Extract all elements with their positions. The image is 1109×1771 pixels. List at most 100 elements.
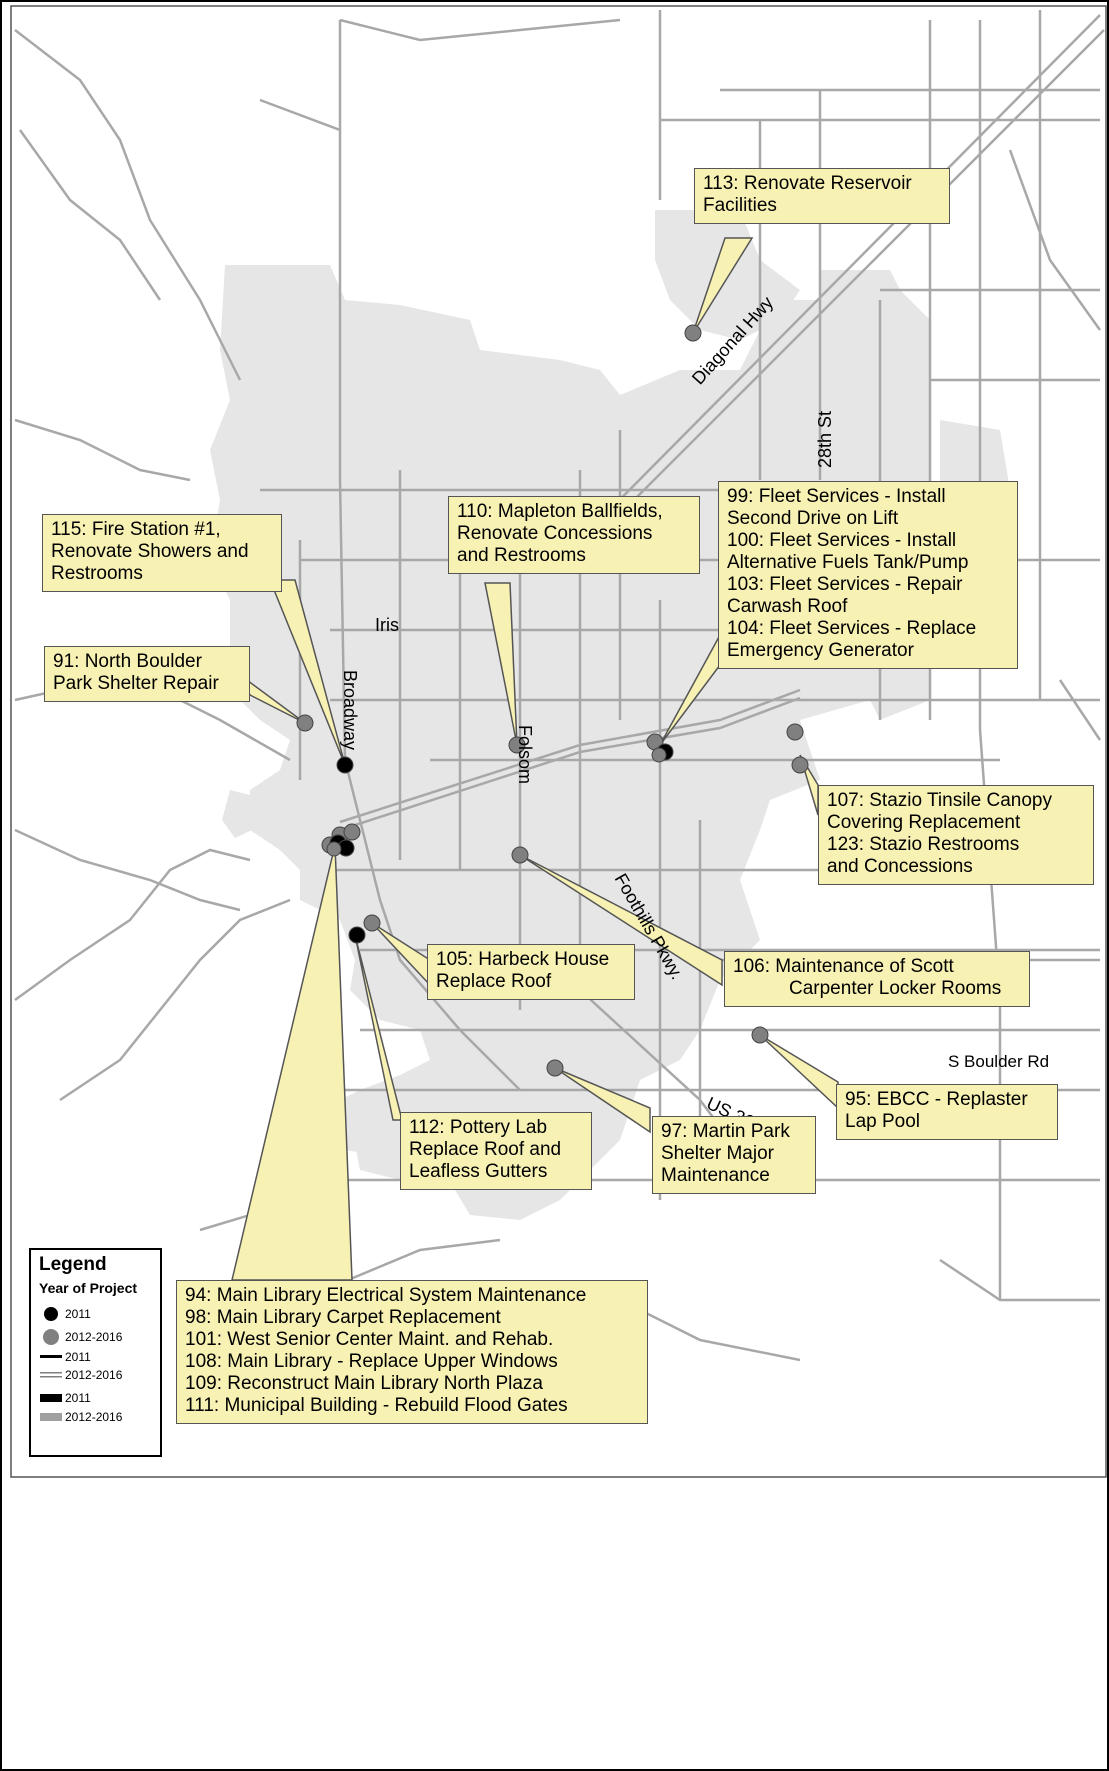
- road-label-folsom: Folsom: [515, 725, 535, 785]
- road-label-s-boulder-rd: S Boulder Rd: [948, 1052, 1050, 1071]
- point-123: [791, 756, 809, 774]
- legend-item-point-2011: 2011: [39, 1302, 152, 1325]
- point-98: [343, 823, 361, 841]
- callout-line: 104: Fleet Services - Replace: [727, 618, 977, 639]
- legend-label: 2011: [65, 1306, 91, 1321]
- callout-99[interactable]: 99: Fleet Services - Install Second Driv…: [718, 481, 1018, 669]
- legend-item-line-2011: 2011: [39, 1348, 152, 1366]
- callout-94[interactable]: 94: Main Library Electrical System Maint…: [176, 1280, 648, 1424]
- callout-107[interactable]: 107: Stazio Tinsile Canopy Covering Repl…: [818, 785, 1094, 885]
- callout-115[interactable]: 115: Fire Station #1, Renovate Showers a…: [42, 514, 282, 592]
- legend-title: Legend: [39, 1254, 107, 1275]
- gray-area-icon: [39, 1412, 63, 1422]
- callout-line: 99: Fleet Services - Install: [727, 486, 946, 507]
- callout-91[interactable]: 91: North Boulder Park Shelter Repair: [44, 646, 250, 702]
- callout-leaders: [231, 237, 839, 1281]
- callout-line: Covering Replacement: [827, 812, 1021, 833]
- legend-label: 2011: [65, 1391, 91, 1405]
- callout-line: 113: Renovate Reservoir: [703, 173, 912, 194]
- point-113: [684, 324, 702, 342]
- leader-112: [354, 934, 403, 1121]
- leader-94: [231, 844, 353, 1281]
- callout-line: 108: Main Library - Replace Upper Window…: [185, 1351, 558, 1372]
- legend-item-line-2012-2016: 2012-2016: [39, 1366, 152, 1384]
- black-area-icon: [39, 1393, 63, 1403]
- callout-line: Leafless Gutters: [409, 1161, 548, 1182]
- callout-112[interactable]: 112: Pottery Lab Replace Roof and Leafle…: [400, 1112, 592, 1190]
- callout-line: 112: Pottery Lab: [409, 1117, 548, 1138]
- callout-line: 100: Fleet Services - Install: [727, 530, 957, 551]
- leader-113: [692, 237, 754, 334]
- callout-line: and Restrooms: [457, 545, 586, 566]
- road-label-28th-st: 28th St: [815, 410, 835, 468]
- callout-line: 95: EBCC - Replaster: [845, 1089, 1028, 1110]
- callout-line: and Concessions: [827, 856, 973, 877]
- point-95: [751, 1026, 769, 1044]
- point-107: [786, 723, 804, 741]
- callout-line: Restrooms: [51, 563, 143, 584]
- point-112: [348, 926, 366, 944]
- point-91: [296, 714, 314, 732]
- legend-label: 2012-2016: [65, 1329, 123, 1344]
- point-115: [336, 756, 354, 774]
- callout-106[interactable]: 106: Maintenance of Scott Carpenter Lock…: [724, 951, 1030, 1007]
- callout-line: Facilities: [703, 195, 777, 216]
- callout-line: 101: West Senior Center Maint. and Rehab…: [185, 1329, 554, 1350]
- callout-line: 91: North Boulder: [53, 651, 202, 672]
- callout-95[interactable]: 95: EBCC - Replaster Lap Pool: [836, 1084, 1058, 1140]
- callout-line: 123: Stazio Restrooms: [827, 834, 1020, 855]
- callout-line: 94: Main Library Electrical System Maint…: [185, 1285, 587, 1306]
- callout-line: 103: Fleet Services - Repair: [727, 574, 963, 595]
- point-106: [511, 846, 529, 864]
- leader-110: [484, 582, 518, 746]
- callout-line: 110: Mapleton Ballfields,: [457, 501, 663, 522]
- leader-106: [519, 854, 723, 987]
- callout-line: 98: Main Library Carpet Replacement: [185, 1307, 501, 1328]
- legend-label: 2012-2016: [65, 1410, 123, 1424]
- callout-105[interactable]: 105: Harbeck House Replace Roof: [427, 944, 635, 1000]
- leader-97: [554, 1067, 651, 1134]
- gray-dot-icon: [39, 1328, 63, 1346]
- leader-95: [759, 1034, 839, 1110]
- callout-line: Renovate Showers and: [51, 541, 249, 562]
- callout-line: 111: Municipal Building - Rebuild Flood …: [185, 1395, 568, 1416]
- point-110: [508, 736, 526, 754]
- callout-line: Lap Pool: [845, 1111, 921, 1132]
- callout-line: Renovate Concessions: [457, 523, 653, 544]
- callout-line: Second Drive on Lift: [727, 508, 899, 529]
- callout-97[interactable]: 97: Martin Park Shelter Major Maintenanc…: [652, 1116, 816, 1194]
- point-103: [651, 747, 667, 763]
- callout-110[interactable]: 110: Mapleton Ballfields, Renovate Conce…: [448, 496, 700, 574]
- leader-115: [268, 579, 346, 766]
- road-label-iris: Iris: [375, 615, 399, 635]
- point-111: [326, 841, 342, 857]
- legend-item-point-2012-2016: 2012-2016: [39, 1325, 152, 1348]
- callout-line: Carwash Roof: [727, 596, 848, 617]
- map-legend: Legend Year of Project 2011 2012-2016 20…: [29, 1248, 162, 1457]
- legend-label: 2011: [65, 1350, 91, 1364]
- callout-line: 97: Martin Park: [661, 1121, 790, 1142]
- callout-line: Replace Roof and: [409, 1139, 562, 1160]
- callout-line: 115: Fire Station #1,: [51, 519, 221, 540]
- legend-item-area-2012-2016: 2012-2016: [39, 1408, 152, 1426]
- callout-line: 107: Stazio Tinsile Canopy: [827, 790, 1052, 811]
- callout-line: Shelter Major: [661, 1143, 774, 1164]
- legend-item-area-2011: 2011: [39, 1388, 152, 1408]
- legend-subtitle: Year of Project: [39, 1280, 138, 1296]
- callout-line: 109: Reconstruct Main Library North Plaz…: [185, 1373, 543, 1394]
- callout-line: Replace Roof: [436, 971, 552, 992]
- black-line-icon: [39, 1353, 63, 1361]
- callout-line: Maintenance: [661, 1165, 770, 1186]
- black-dot-icon: [39, 1306, 63, 1322]
- callout-line: Carpenter Locker Rooms: [789, 978, 1002, 999]
- callout-line: Park Shelter Repair: [53, 673, 219, 694]
- legend-label: 2012-2016: [65, 1368, 123, 1382]
- callout-113[interactable]: 113: Renovate Reservoir Facilities: [694, 168, 950, 224]
- callout-line: 105: Harbeck House: [436, 949, 610, 970]
- project-points: [296, 324, 809, 1077]
- callout-line: Alternative Fuels Tank/Pump: [727, 552, 969, 573]
- map-border: [10, 5, 1107, 1478]
